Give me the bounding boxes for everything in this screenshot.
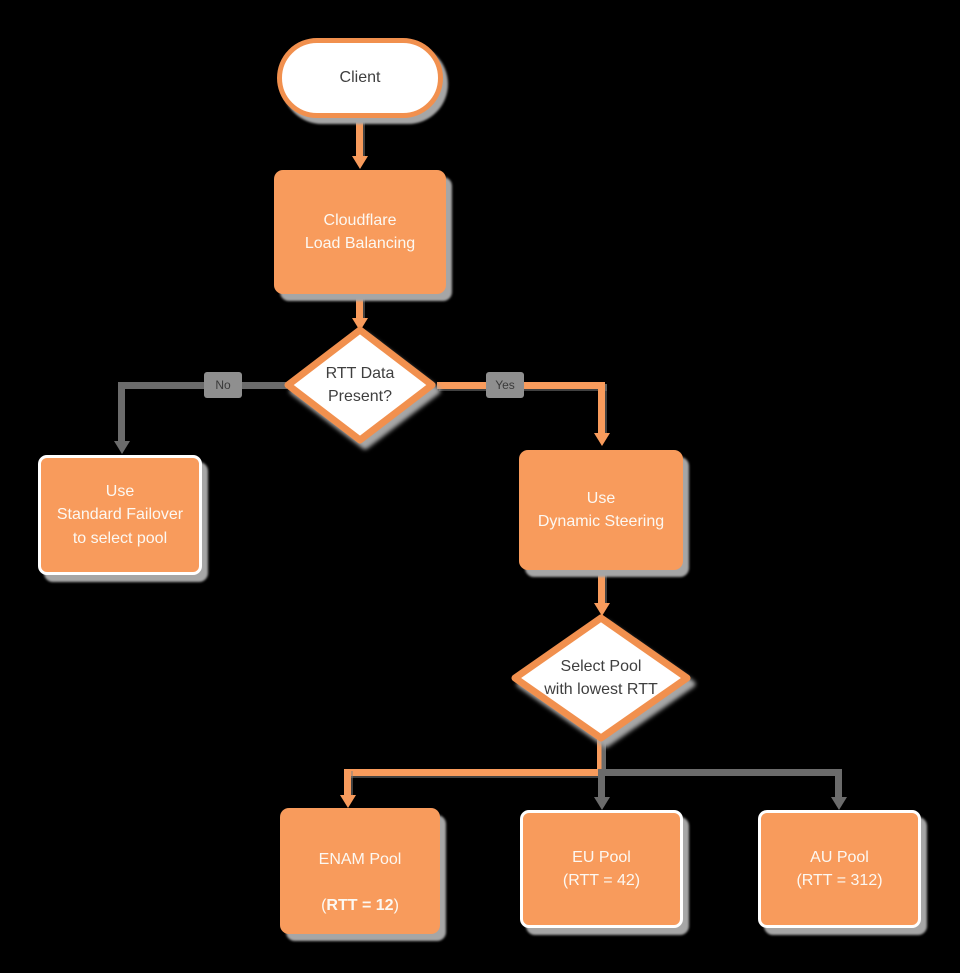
arrowhead-no-to-failover [114,441,130,454]
edge-lb-to-rtt-decision [356,294,363,320]
decision-diamond-rtt [284,326,436,444]
node-enam-pool: ENAM Pool (RTT = 12) [280,808,440,934]
edge-label-yes: Yes [486,372,524,398]
edge-yes-vertical [598,382,605,434]
arrowhead-yes-to-dynamic-steering [594,433,610,446]
decision-rtt-label: RTT Data Present? [325,364,395,405]
enam-rtt-paren-close: ) [393,897,399,915]
edge-steering-to-pool-decision [598,570,605,604]
enam-pool-name: ENAM Pool [318,850,402,868]
arrowhead-to-enam-pool [340,795,356,808]
edge-no-vertical [118,382,125,442]
node-client-label: Client [339,69,381,87]
node-client: Client [277,38,443,118]
node-enam-pool-label: ENAM Pool (RTT = 12) [319,825,402,918]
decision-pool-label: Select Pool with lowest RTT [544,657,658,698]
node-load-balancer: Cloudflare Load Balancing [274,170,446,294]
node-dynamic-steering-label: Use Dynamic Steering [537,489,665,530]
edge-enam-vertical [344,769,351,797]
node-load-balancer-label: Cloudflare Load Balancing [304,211,416,252]
node-au-pool-label: AU Pool (RTT = 312) [796,848,883,889]
edge-enam-horizontal [344,769,602,776]
decision-diamond-rtt-shape [284,326,436,444]
node-dynamic-steering: Use Dynamic Steering [519,450,683,570]
enam-rtt-value: RTT = 12 [326,897,394,915]
enam-rtt-paren-open: ( [321,897,327,915]
node-eu-pool: EU Pool (RTT = 42) [520,810,683,928]
edge-eu-vertical [598,769,605,799]
arrowhead-lb-to-rtt-decision [352,318,368,331]
decision-diamond-pool-shape [511,614,691,742]
edge-client-to-lb [356,118,363,158]
node-eu-pool-label: EU Pool (RTT = 42) [562,848,641,889]
edge-label-no: No [204,372,242,398]
node-au-pool: AU Pool (RTT = 312) [758,810,921,928]
decision-pool-label-wrap: Select Pool with lowest RTT [510,613,692,743]
arrowhead-client-to-lb [352,156,368,169]
edge-au-vertical [835,769,842,799]
arrowhead-steering-to-pool-decision [594,603,610,616]
edge-label-no-text: No [215,378,231,392]
arrowhead-to-au-pool [831,797,847,810]
decision-diamond-pool [511,614,691,742]
arrowhead-to-eu-pool [594,797,610,810]
decision-rtt-label-wrap: RTT Data Present? [283,325,437,445]
node-standard-failover: Use Standard Failover to select pool [38,455,202,575]
edge-au-horizontal [602,769,842,776]
edge-pool-decision-shared-drop [597,739,606,771]
edge-label-yes-text: Yes [495,378,515,392]
node-standard-failover-label: Use Standard Failover to select pool [56,483,184,547]
